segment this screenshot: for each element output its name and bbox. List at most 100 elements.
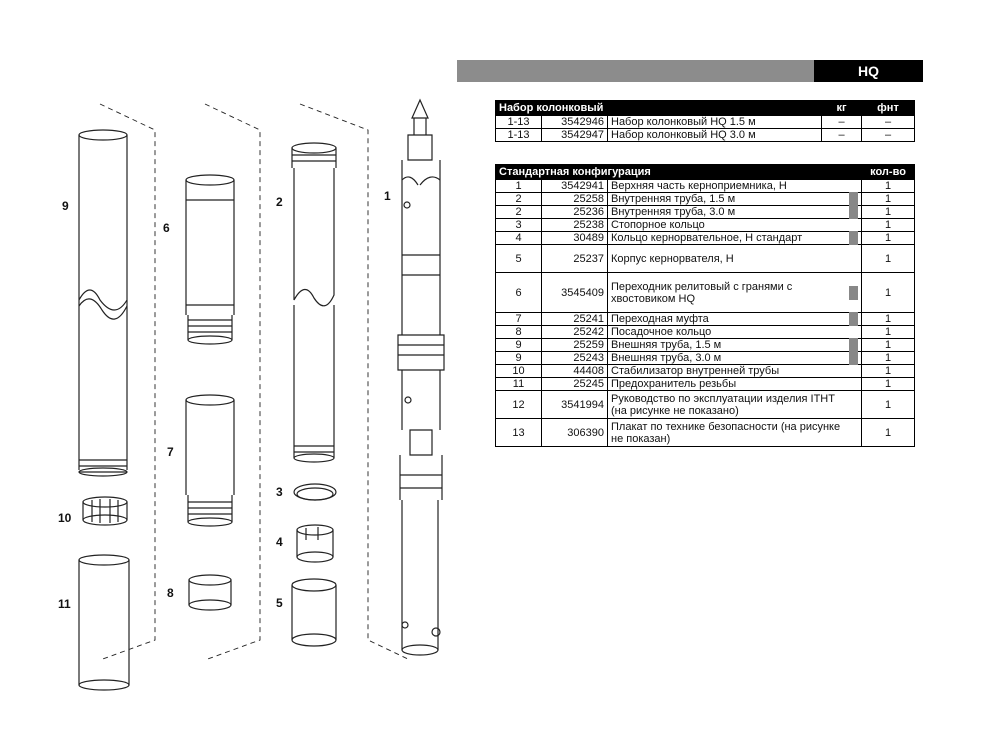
quantity: 1 bbox=[861, 418, 916, 447]
kit-col-lb: фнт bbox=[861, 100, 915, 116]
part-name-cell: Предохранитель резьбы bbox=[606, 377, 863, 391]
part-name: Переходная муфта bbox=[611, 313, 709, 325]
part-name: Верхняя часть керноприемника, H bbox=[611, 180, 787, 192]
part-1-head-assembly bbox=[397, 98, 445, 656]
part-name: Набор колонковый HQ 1.5 м bbox=[607, 115, 822, 129]
quantity: 1 bbox=[861, 192, 916, 206]
part-code: 25242 bbox=[541, 325, 608, 339]
label-part-5: 5 bbox=[276, 596, 283, 610]
label-part-7: 7 bbox=[167, 445, 174, 459]
part-name-cell: Внутренняя труба, 1.5 м bbox=[606, 192, 863, 206]
part-name: Внутренняя труба, 3.0 м bbox=[611, 206, 736, 218]
grey-marker-icon bbox=[849, 338, 859, 352]
row-number: 9 bbox=[495, 338, 542, 352]
part-name: Кольцо кернорвательное, H стандарт bbox=[611, 232, 803, 244]
grey-marker-icon bbox=[849, 351, 859, 365]
weight-kg: – bbox=[821, 115, 862, 129]
row-number: 1 bbox=[495, 179, 542, 193]
part-code: 3541994 bbox=[541, 390, 608, 419]
row-number: 12 bbox=[495, 390, 542, 419]
quantity: 1 bbox=[861, 338, 916, 352]
part-name-cell: Руководство по эксплуатации изделия ITHT… bbox=[606, 390, 863, 419]
part-name: Плакат по технике безопасности (на рисун… bbox=[611, 420, 841, 445]
header-grey-band bbox=[457, 60, 814, 82]
quantity: 1 bbox=[861, 205, 916, 219]
row-number: 2 bbox=[495, 205, 542, 219]
part-code: 306390 bbox=[541, 418, 608, 447]
quantity: 1 bbox=[861, 231, 916, 245]
config-table-header: Стандартная конфигурация кол-во bbox=[494, 164, 916, 180]
weight-kg: – bbox=[821, 128, 862, 142]
grey-marker-icon bbox=[849, 285, 859, 300]
quantity: 1 bbox=[861, 377, 916, 391]
part-name-cell: Стопорное кольцо bbox=[606, 218, 863, 232]
part-name: Руководство по эксплуатации изделия ITHT… bbox=[611, 392, 835, 417]
row-number: 2 bbox=[495, 192, 542, 206]
part-name: Посадочное кольцо bbox=[611, 326, 712, 338]
label-part-10: 10 bbox=[58, 511, 72, 525]
row-number: 1-13 bbox=[495, 115, 542, 129]
part-name-cell: Плакат по технике безопасности (на рисун… bbox=[606, 418, 863, 447]
exploded-view-drawing: 9 6 2 1 10 11 7 8 3 4 5 bbox=[58, 98, 445, 691]
kit-col-kg: кг bbox=[821, 100, 862, 116]
part-9-outer-tube bbox=[78, 129, 128, 477]
label-part-6: 6 bbox=[163, 221, 170, 235]
part-code: 25245 bbox=[541, 377, 608, 391]
part-name: Переходник релитовый с гранями с хвостов… bbox=[611, 280, 793, 305]
part-code: 25259 bbox=[541, 338, 608, 352]
part-name: Стопорное кольцо bbox=[611, 219, 705, 231]
part-7-coupling bbox=[185, 394, 235, 527]
part-name-cell: Кольцо кернорвательное, H стандарт bbox=[606, 231, 863, 245]
row-number: 7 bbox=[495, 312, 542, 326]
part-11-thread-protector bbox=[78, 554, 130, 691]
row-number: 11 bbox=[495, 377, 542, 391]
part-name: Внешняя труба, 1.5 м bbox=[611, 339, 722, 351]
row-number: 10 bbox=[495, 364, 542, 378]
part-name: Внутренняя труба, 1.5 м bbox=[611, 193, 736, 205]
label-part-8: 8 bbox=[167, 586, 174, 600]
part-name: Набор колонковый HQ 3.0 м bbox=[607, 128, 822, 142]
part-name-cell: Посадочное кольцо bbox=[606, 325, 863, 339]
quantity: 1 bbox=[861, 390, 916, 419]
part-name-cell: Стабилизатор внутренней трубы bbox=[606, 364, 863, 378]
label-part-2: 2 bbox=[276, 195, 283, 209]
row-number: 4 bbox=[495, 231, 542, 245]
config-table-title: Стандартная конфигурация bbox=[494, 164, 863, 180]
part-name: Корпус кернорвателя, H bbox=[611, 252, 734, 265]
kit-table-title: Набор колонковый bbox=[495, 100, 822, 116]
grey-marker-icon bbox=[849, 231, 859, 245]
quantity: 1 bbox=[861, 351, 916, 365]
grey-marker-icon bbox=[849, 312, 859, 326]
row-number: 6 bbox=[495, 272, 542, 313]
row-number: 5 bbox=[495, 244, 542, 273]
part-3-stop-ring bbox=[293, 483, 337, 501]
part-code: 25238 bbox=[541, 218, 608, 232]
row-number: 8 bbox=[495, 325, 542, 339]
row-number: 9 bbox=[495, 351, 542, 365]
part-name-cell: Внешняя труба, 3.0 м bbox=[606, 351, 863, 365]
part-2-inner-tube bbox=[291, 142, 337, 463]
quantity: 1 bbox=[861, 244, 916, 273]
config-col-qty: кол-во bbox=[861, 164, 916, 180]
part-5-lifter-case bbox=[291, 578, 337, 647]
part-code: 25243 bbox=[541, 351, 608, 365]
quantity: 1 bbox=[861, 179, 916, 193]
grey-marker-icon bbox=[849, 205, 859, 219]
quantity: 1 bbox=[861, 312, 916, 326]
part-4-core-lifter bbox=[296, 524, 334, 563]
